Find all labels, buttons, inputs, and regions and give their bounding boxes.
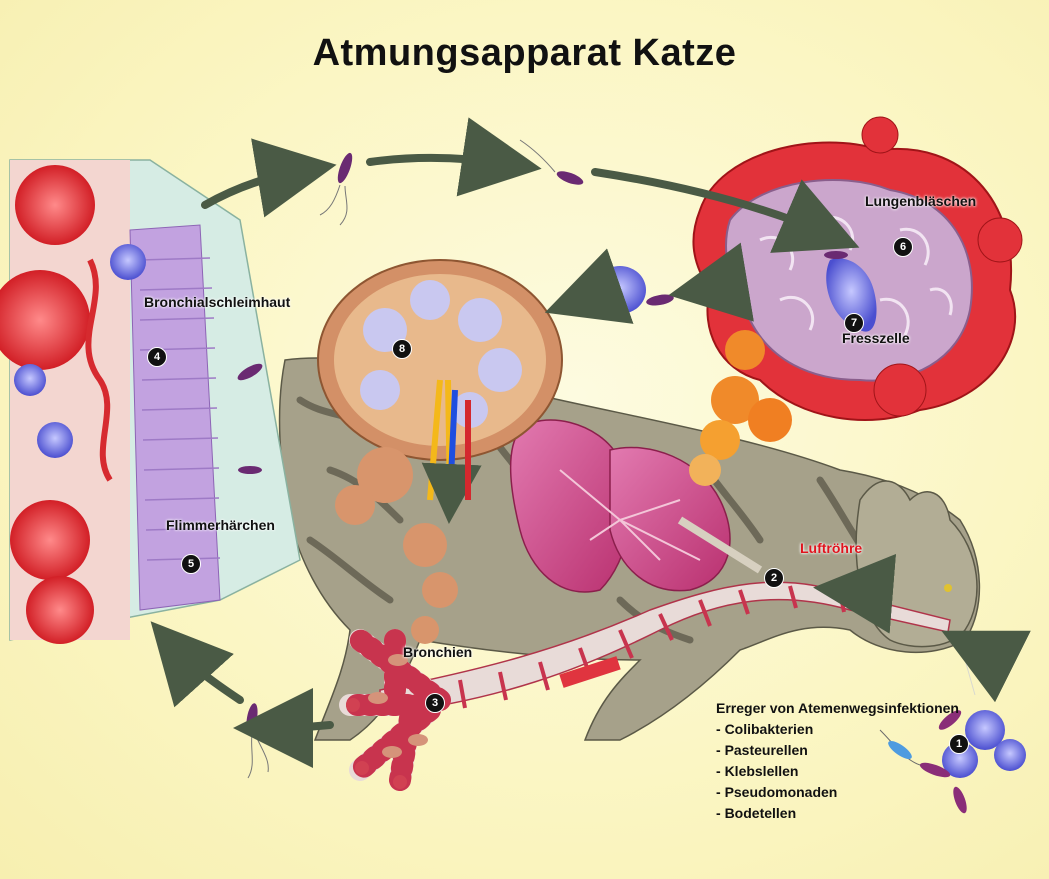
label-bronchialschleimhaut: Bronchialschleimhaut: [144, 294, 290, 310]
label-flimmerhaerchen: Flimmerhärchen: [166, 517, 275, 533]
badge-7: 7: [844, 313, 864, 333]
label-luftroehre: Luftröhre: [800, 540, 862, 556]
badge-6: 6: [893, 237, 913, 257]
badge-2: 2: [764, 568, 784, 588]
pathogen-item: Pasteurellen: [716, 740, 959, 761]
label-bronchien: Bronchien: [403, 644, 472, 660]
badge-5: 5: [181, 554, 201, 574]
pathogen-item: Colibakterien: [716, 719, 959, 740]
pathogen-item: Pseudomonaden: [716, 782, 959, 803]
pathogen-items: Colibakterien Pasteurellen Klebslellen P…: [716, 719, 959, 824]
pathogen-item: Klebslellen: [716, 761, 959, 782]
badge-8: 8: [392, 339, 412, 359]
pathogen-list: Erreger von Atemenwegsinfektionen Coliba…: [716, 698, 959, 824]
badge-3: 3: [425, 693, 445, 713]
badge-4: 4: [147, 347, 167, 367]
pathogen-item: Bodetellen: [716, 803, 959, 824]
pathogen-list-heading: Erreger von Atemenwegsinfektionen: [716, 698, 959, 719]
mucosa-illustration: [0, 160, 300, 644]
alveoli-illustration: [689, 117, 1022, 486]
label-lungenblaeschen: Lungenbläschen: [865, 193, 976, 209]
